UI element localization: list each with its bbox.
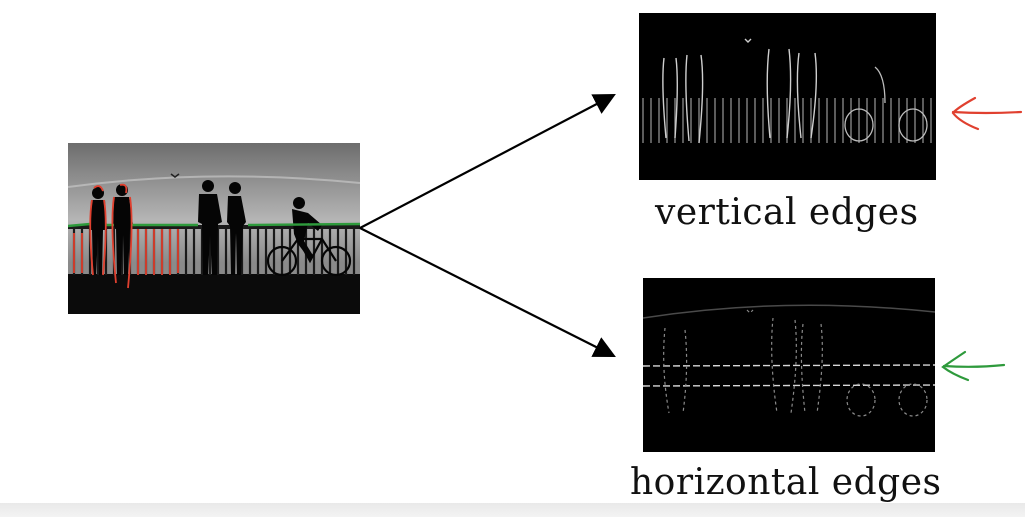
vertical-edges-caption: vertical edges [655, 192, 919, 233]
vertical-edges-image [639, 13, 936, 180]
source-scene [67, 143, 361, 314]
arrow-left-icon [941, 350, 1006, 382]
bird-icon [170, 173, 180, 178]
horizontal-edges-image [642, 278, 936, 452]
bottom-bar [0, 503, 1025, 517]
arrow-to-horizontal [359, 227, 616, 357]
arrow-to-vertical [359, 93, 616, 229]
source-image [67, 143, 361, 314]
vertical-edges-output [639, 13, 936, 180]
horizontal-edges-caption: horizontal edges [630, 462, 942, 503]
arrow-left-icon [951, 96, 1023, 131]
horizontal-edges-output [642, 278, 936, 452]
